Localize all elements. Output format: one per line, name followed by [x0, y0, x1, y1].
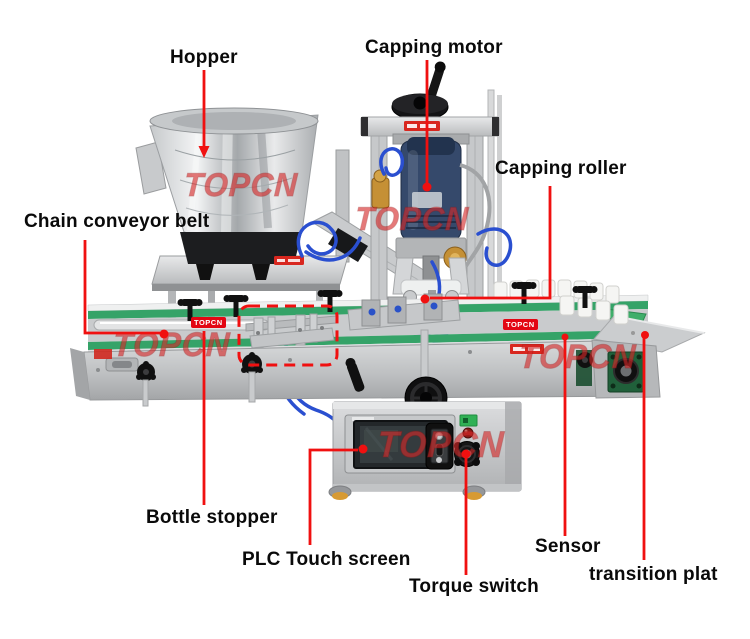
bottle-stopper-mechanism [245, 293, 461, 349]
callout-plc-touch-screen [308, 444, 368, 545]
watermark-badge: TOPCN [191, 317, 226, 328]
label-capping-roller: Capping roller [495, 158, 627, 179]
callout-capping-motor [422, 60, 432, 192]
callout-chain-conveyor-belt [83, 240, 169, 339]
label-hopper: Hopper [170, 47, 238, 68]
label-capping-motor: Capping motor [365, 37, 503, 58]
callout-capping-roller [420, 186, 552, 304]
label-transition-plat: transition plat [589, 564, 718, 585]
green-sticker [459, 414, 478, 427]
label-bottle-stopper: Bottle stopper [146, 507, 278, 528]
label-plc-touch-screen: PLC Touch screen [242, 549, 411, 570]
label-torque-switch: Torque switch [409, 576, 539, 597]
leveling-feet [328, 485, 486, 500]
power-switch-panel[interactable] [425, 422, 454, 470]
label-chain-conveyor-belt: Chain conveyor belt [24, 211, 210, 232]
callout-hopper [198, 70, 210, 158]
bearing-block [607, 351, 645, 393]
callout-torque-switch [461, 449, 471, 575]
crank-handle-icon [426, 61, 446, 100]
capping-motor [400, 137, 462, 241]
callout-sensor [561, 333, 569, 536]
callout-transition-plat [641, 331, 649, 560]
label-sensor: Sensor [535, 536, 601, 557]
adjustment-knobs [136, 282, 598, 407]
watermark-badge: TOPCN [503, 319, 538, 330]
hopper-bowl [135, 107, 319, 280]
control-cabinet [328, 329, 522, 500]
bottle-stopper-highlight-box [237, 304, 339, 367]
